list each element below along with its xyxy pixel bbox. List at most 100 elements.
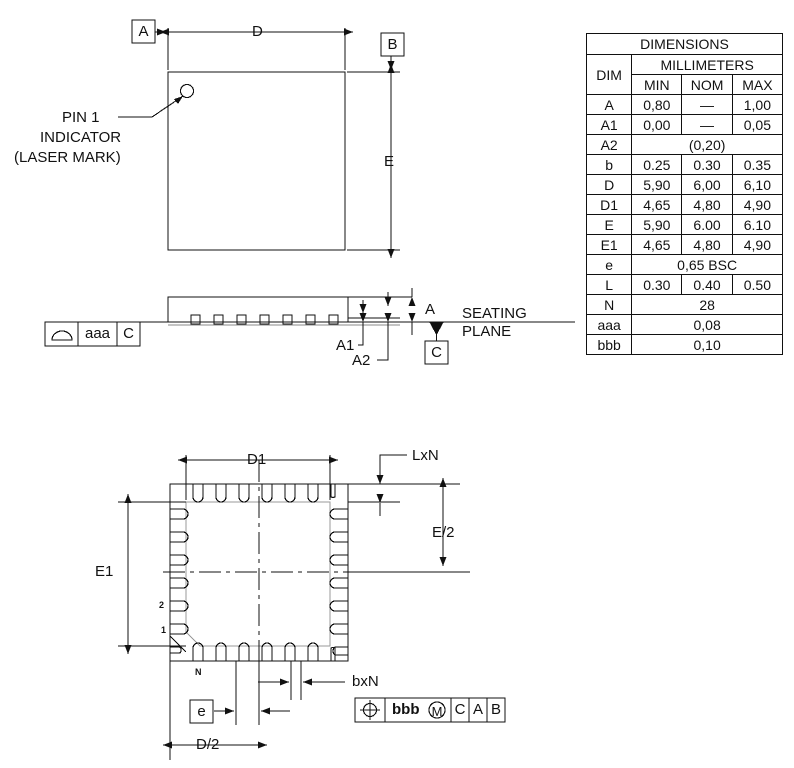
datum-label-a: A <box>138 23 149 40</box>
table-cell-min: 5,90 <box>631 214 683 235</box>
table-cell-nom: 4,80 <box>681 194 733 215</box>
table-cell-dim: A2 <box>585 134 633 155</box>
table-cell-min: 0.30 <box>631 274 683 295</box>
table-col-header: MIN <box>631 74 683 95</box>
dim-label-d1: D1 <box>247 451 267 468</box>
seating-plane-line1: SEATING <box>462 305 527 322</box>
pitch-box-e <box>189 699 214 724</box>
table-cell-max: 0,05 <box>731 114 784 135</box>
dim-label-a2: A2 <box>352 352 371 369</box>
table-cell-min: 4,65 <box>631 234 683 255</box>
datum-box-b <box>380 32 405 57</box>
pin1-indicator-circle <box>179 83 195 99</box>
table-cell-dim: bbb <box>585 334 633 355</box>
table-units-header: MILLIMETERS <box>631 54 783 75</box>
table-cell-nom: 6,00 <box>681 174 733 195</box>
fcf-tolerance: bbb <box>392 701 420 718</box>
dim-label-lxn: LxN <box>412 447 439 464</box>
table-cell-dim: L <box>585 274 633 295</box>
fcf-modifier: M <box>431 704 443 719</box>
table-col-header: NOM <box>681 74 733 95</box>
table-cell-min: 0,80 <box>631 94 683 115</box>
table-cell-min: 0,00 <box>631 114 683 135</box>
table-cell-dim: E <box>585 214 633 235</box>
table-cell-dim: E1 <box>585 234 633 255</box>
table-dim-header: DIM <box>585 54 633 95</box>
thermal-pad <box>185 501 331 647</box>
pin1-note-line1: PIN 1 <box>62 109 100 126</box>
datum-label-b: B <box>387 36 398 53</box>
centerlines <box>163 460 400 690</box>
table-cell-nom: 6.00 <box>681 214 733 235</box>
table-cell-dim: aaa <box>585 314 633 335</box>
pitch-label-e: e <box>197 703 206 720</box>
pin1-note-line3: (LASER MARK) <box>14 149 121 166</box>
table-cell-max: 6,10 <box>731 174 784 195</box>
table-cell-dim: A1 <box>585 114 633 135</box>
flatness-datum: C <box>123 325 134 342</box>
table-cell-value: 0,08 <box>631 314 783 335</box>
table-cell-max: 0.35 <box>731 154 784 175</box>
fcf-datum-c: C <box>454 701 466 718</box>
seating-plane-line2: PLANE <box>462 323 512 340</box>
pads-left <box>170 508 189 654</box>
table-title-row: DIMENSIONS <box>586 33 783 55</box>
table-col-header: MAX <box>731 74 784 95</box>
pads-top <box>192 484 336 503</box>
table-cell-dim: A <box>585 94 633 115</box>
dim-label-d-half: D/2 <box>196 736 220 753</box>
pin-label-1: 1 <box>161 625 167 635</box>
pin1-note-line2: INDICATOR <box>40 129 122 146</box>
dim-label-bxn: bxN <box>352 673 379 690</box>
dim-label-a: A <box>425 301 436 318</box>
table-cell-nom: — <box>681 114 733 135</box>
datum-box-a <box>131 19 156 44</box>
top-view-body <box>167 71 346 251</box>
dim-label-e-half: E/2 <box>432 524 455 541</box>
seating-datum-label: C <box>431 344 442 361</box>
table-cell-nom: — <box>681 94 733 115</box>
table-cell-max: 1,00 <box>731 94 784 115</box>
table-title: DIMENSIONS <box>586 33 783 55</box>
dim-label-d: D <box>252 23 263 40</box>
table-cell-value: 28 <box>631 294 783 315</box>
position-frame <box>354 697 506 723</box>
table-cell-dim: e <box>585 254 633 275</box>
datum-box-c <box>424 340 449 365</box>
pads-bottom <box>192 642 336 661</box>
fcf-datum-a: A <box>472 701 483 718</box>
table-cell-dim: D1 <box>585 194 633 215</box>
dim-label-e: E <box>384 153 395 170</box>
table-cell-max: 4,90 <box>731 194 784 215</box>
table-cell-value: 0,10 <box>631 334 783 355</box>
table-cell-nom: 0.30 <box>681 154 733 175</box>
table-cell-dim: N <box>585 294 633 315</box>
table-cell-max: 6.10 <box>731 214 784 235</box>
table-cell-nom: 4,80 <box>681 234 733 255</box>
dim-label-e1: E1 <box>95 563 114 580</box>
pin-label-2: 2 <box>159 600 165 610</box>
table-cell-min: 0.25 <box>631 154 683 175</box>
pads-right <box>329 508 348 656</box>
fcf-datum-b: B <box>490 701 501 718</box>
table-cell-value: (0,20) <box>631 134 783 155</box>
pin-label-n: N <box>195 667 202 677</box>
table-cell-min: 5,90 <box>631 174 683 195</box>
